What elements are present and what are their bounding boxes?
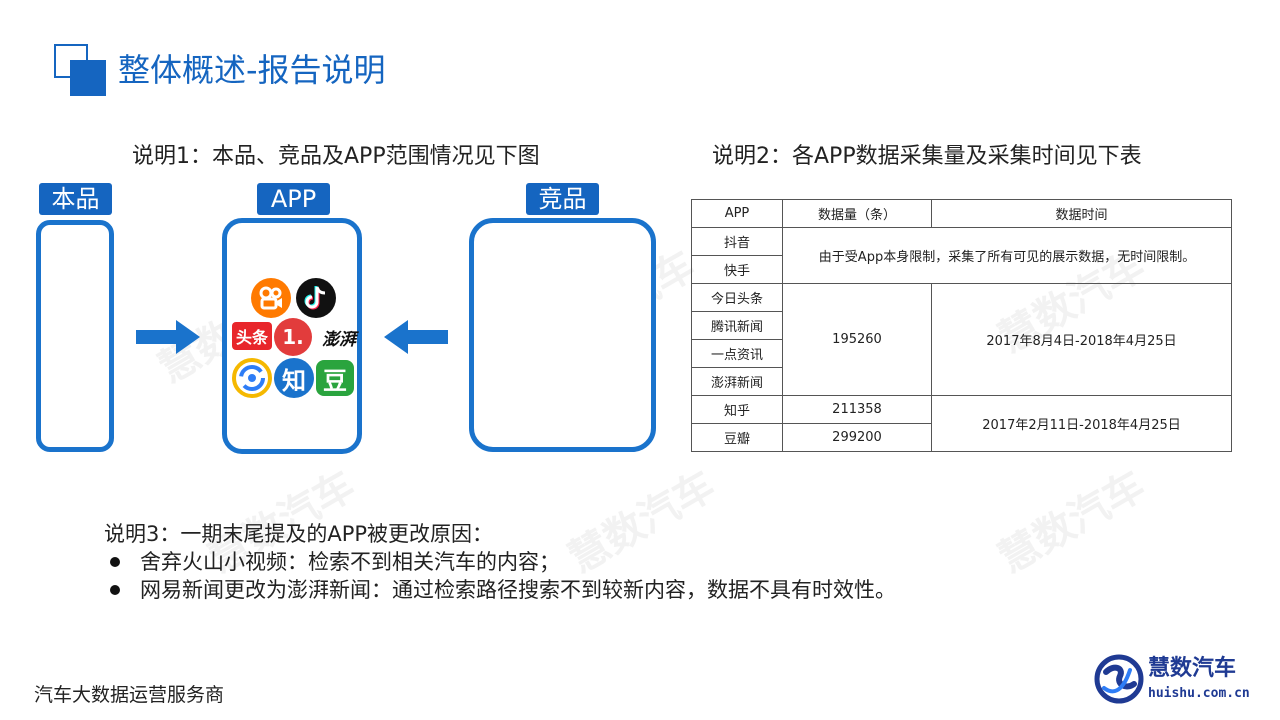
table-cell-app: 豆瓣 bbox=[691, 423, 783, 452]
table-cell-app: 一点资讯 bbox=[691, 339, 783, 368]
table-row: 今日头条 195260 2017年8月4日-2018年4月25日 bbox=[691, 283, 1232, 396]
table-header: APP bbox=[691, 199, 783, 228]
data-collection-table: APP 数据量（条） 数据时间 抖音 由于受App本身限制，采集了所有可见的展示… bbox=[691, 199, 1232, 452]
table-cell-time: 2017年2月11日-2018年4月25日 bbox=[931, 395, 1232, 452]
table-row: 豆瓣 299200 bbox=[691, 423, 1232, 452]
pengpai-icon: 澎湃 bbox=[322, 329, 356, 350]
note3-heading: 说明3：一期末尾提及的APP被更改原因： bbox=[104, 522, 494, 546]
toutiao-icon: 头条 bbox=[232, 322, 272, 350]
table-cell-count: 195260 bbox=[782, 283, 932, 396]
table-cell-app: 快手 bbox=[691, 255, 783, 284]
bullet-icon bbox=[110, 585, 120, 595]
competitor-tag: 竞品 bbox=[526, 183, 599, 215]
brand-url: huishu.com.cn bbox=[1148, 686, 1250, 701]
zhihu-icon: 知 bbox=[274, 358, 314, 398]
table-header: 数据时间 bbox=[931, 199, 1232, 228]
note2-heading: 说明2：各APP数据采集量及采集时间见下表 bbox=[712, 144, 1142, 169]
table-row: 腾讯新闻 bbox=[691, 311, 1232, 340]
table-cell-time: 2017年8月4日-2018年4月25日 bbox=[931, 283, 1232, 396]
own-product-box bbox=[36, 220, 114, 452]
brand-name: 慧数汽车 bbox=[1148, 656, 1237, 681]
list-item-text: 网易新闻更改为澎湃新闻：通过检索路径搜索不到较新内容，数据不具有时效性。 bbox=[140, 578, 896, 602]
table-cell-note: 由于受App本身限制，采集了所有可见的展示数据，无时间限制。 bbox=[782, 227, 1232, 284]
page-title: 整体概述-报告说明 bbox=[118, 51, 386, 89]
note3-section: 说明3：一期末尾提及的APP被更改原因： 舍弃火山小视频：检索不到相关汽车的内容… bbox=[104, 520, 896, 604]
kuaishou-icon bbox=[251, 278, 291, 318]
table-row: 澎湃新闻 bbox=[691, 367, 1232, 396]
table-cell-count: 299200 bbox=[782, 423, 932, 452]
list-item: 舍弃火山小视频：检索不到相关汽车的内容； bbox=[104, 548, 896, 576]
watermark: 慧数汽车 bbox=[991, 462, 1153, 583]
list-item: 网易新闻更改为澎湃新闻：通过检索路径搜索不到较新内容，数据不具有时效性。 bbox=[104, 576, 896, 604]
yidian-icon: 1. bbox=[274, 318, 312, 356]
arrow-left-icon bbox=[384, 320, 448, 354]
table-cell-app: 澎湃新闻 bbox=[691, 367, 783, 396]
table-header-row: APP 数据量（条） 数据时间 bbox=[691, 199, 1232, 228]
tencent-news-icon bbox=[232, 358, 272, 398]
table-row: 知乎 211358 2017年2月11日-2018年4月25日 bbox=[691, 395, 1232, 452]
table-header: 数据量（条） bbox=[782, 199, 932, 228]
footer-tagline: 汽车大数据运营服务商 bbox=[34, 684, 225, 706]
table-row: 抖音 由于受App本身限制，采集了所有可见的展示数据，无时间限制。 bbox=[691, 227, 1232, 284]
table-cell-app: 腾讯新闻 bbox=[691, 311, 783, 340]
table-cell-count: 211358 bbox=[782, 395, 932, 424]
note1-heading: 说明1：本品、竞品及APP范围情况见下图 bbox=[132, 144, 540, 169]
table-cell-app: 今日头条 bbox=[691, 283, 783, 312]
bullet-icon bbox=[110, 557, 120, 567]
arrow-right-icon bbox=[136, 320, 200, 354]
list-item-text: 舍弃火山小视频：检索不到相关汽车的内容； bbox=[140, 550, 560, 574]
title-decoration-icon bbox=[54, 44, 106, 96]
app-tag: APP bbox=[257, 183, 330, 215]
table-cell-app: 抖音 bbox=[691, 227, 783, 256]
own-product-tag: 本品 bbox=[39, 183, 112, 215]
huishu-logo-icon bbox=[1094, 654, 1144, 704]
table-cell-app: 知乎 bbox=[691, 395, 783, 424]
competitor-box bbox=[469, 218, 656, 452]
douyin-icon bbox=[296, 278, 336, 318]
douban-icon: 豆 bbox=[316, 360, 354, 396]
